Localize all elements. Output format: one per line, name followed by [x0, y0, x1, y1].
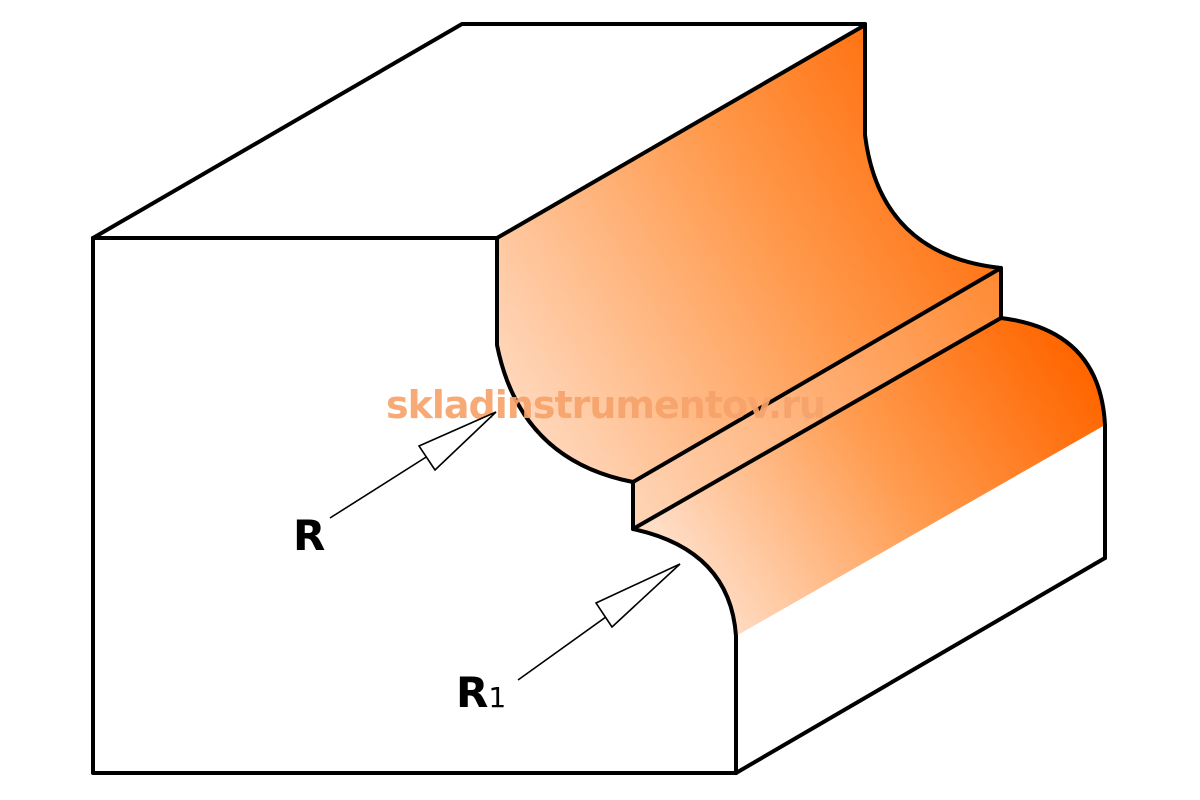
step-band-surface	[633, 268, 1001, 529]
label-r1: R1	[456, 668, 506, 717]
leader-r1	[517, 563, 681, 681]
top-face-edge	[91, 22, 867, 240]
front-face-edge	[91, 236, 738, 775]
bottom-edge	[734, 556, 1107, 775]
label-r1-main: R	[456, 668, 488, 717]
upper-cove-surface	[497, 25, 1001, 482]
lower-bead-surface	[633, 318, 1105, 636]
watermark-text: skladinstrumentov.ru	[386, 383, 825, 427]
step-edge-lower	[631, 316, 1003, 531]
arrowhead-r1	[594, 563, 681, 629]
block-outline	[91, 22, 1107, 775]
label-r1-subscript: 1	[488, 681, 506, 714]
upper-ridge-edge	[495, 23, 867, 240]
leader-r	[329, 411, 497, 519]
arrowhead-r	[417, 411, 497, 472]
step-edge-upper	[631, 266, 1003, 484]
label-r: R	[293, 511, 325, 560]
